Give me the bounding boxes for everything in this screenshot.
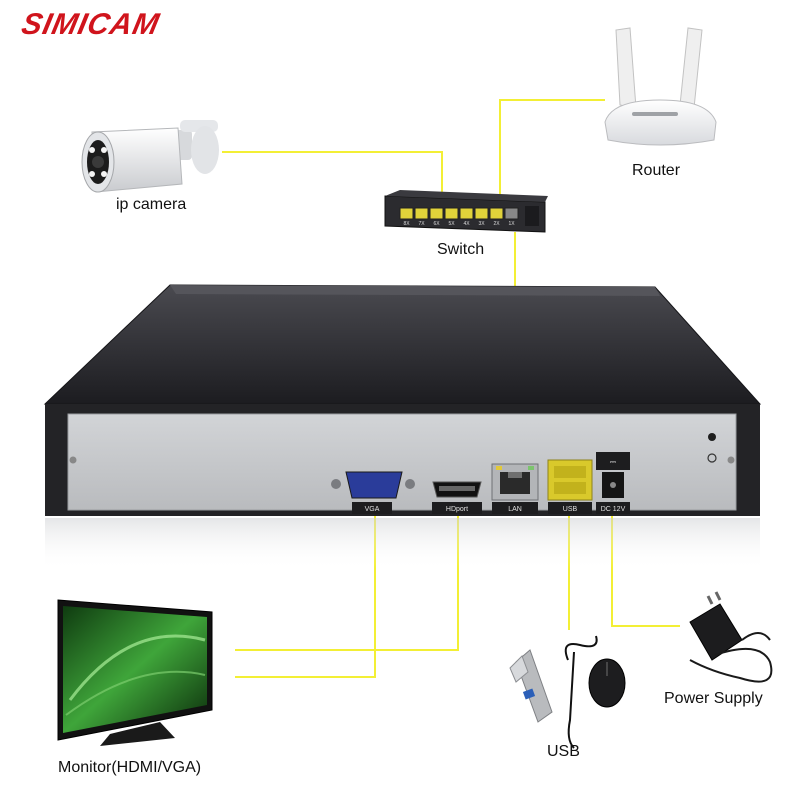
nvr-recorder-image: VGA HDport LAN <box>43 284 762 570</box>
router-switch-line <box>499 99 605 218</box>
switch-port <box>414 207 429 220</box>
ip-camera-image <box>81 120 219 193</box>
switch-port-label: 1X <box>508 221 515 227</box>
router-image <box>604 27 717 146</box>
switch-port-label: 2X <box>493 221 500 227</box>
hdmi-port-label: HDport <box>446 506 468 513</box>
usb-devices-image <box>509 635 626 749</box>
vga-port: VGA <box>331 471 415 514</box>
router-label: Router <box>632 162 681 179</box>
lan-port-label: LAN <box>508 506 522 513</box>
dc-port-label: DC 12V <box>601 506 626 513</box>
usb-mouse <box>564 635 626 749</box>
switch-port <box>504 207 519 220</box>
usb-label: USB <box>547 743 580 760</box>
switch-label: Switch <box>437 241 485 258</box>
switch-port-label: 3X <box>478 221 485 227</box>
power-supply-image <box>689 591 773 683</box>
hdmi-port: HDport <box>432 481 482 514</box>
switch-image: 8X 7X 6X 5X 4X 3X 2X 1X <box>384 190 548 233</box>
switch-port <box>444 207 459 220</box>
switch-port <box>474 207 489 220</box>
vga-port-label: VGA <box>365 506 380 513</box>
switch-port-label: 5X <box>448 221 455 227</box>
switch-port-label: 6X <box>433 221 440 227</box>
ip-camera-label: ip camera <box>116 196 187 213</box>
switch-port-label: 4X <box>463 221 470 227</box>
switch-port-label: 7X <box>418 221 425 227</box>
power-supply-label: Power Supply <box>664 690 763 707</box>
switch-port <box>489 207 504 220</box>
switch-port <box>429 207 444 220</box>
switch-port <box>399 207 414 220</box>
switch-port <box>459 207 474 220</box>
usb-port-label: USB <box>563 506 578 513</box>
switch-port-row: 8X 7X 6X 5X 4X 3X 2X 1X <box>399 207 519 227</box>
monitor-label: Monitor(HDMI/VGA) <box>58 759 202 776</box>
monitor-image <box>57 599 213 746</box>
usb-flash-drive <box>509 649 553 723</box>
lan-port: LAN <box>491 463 539 514</box>
simicam-logo: SIMICAM <box>18 8 163 41</box>
switch-port-label: 8X <box>403 221 410 227</box>
usb-ports: USB <box>547 459 593 514</box>
svg-text:⎓: ⎓ <box>610 457 617 466</box>
dc-power-port: ⎓ DC 12V <box>596 452 630 514</box>
